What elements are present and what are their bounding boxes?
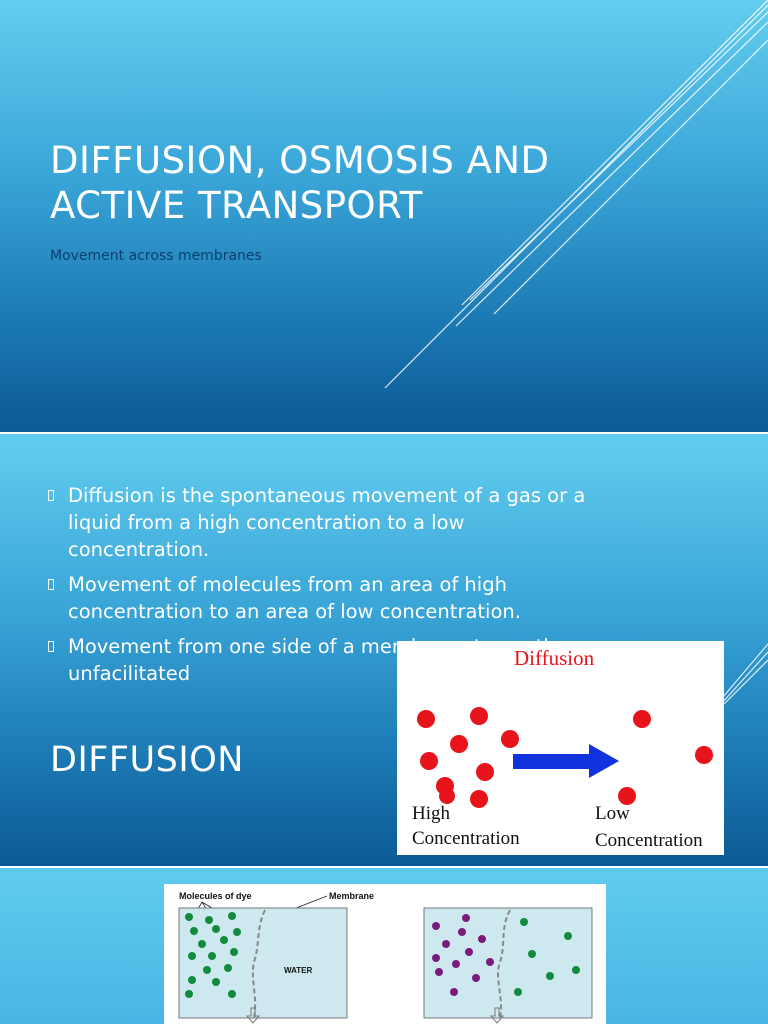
osmosis-figure: Molecules of dye Membrane WATER	[164, 884, 606, 1024]
bullet-text: Diffusion is the spontaneous movement of…	[68, 484, 586, 561]
dye-molecules-right-green	[514, 918, 580, 996]
osmosis-diagram: Molecules of dye Membrane WATER	[178, 891, 593, 1024]
particle	[476, 763, 494, 781]
diffusion-slide: Diffusion is the spontaneous movement of…	[0, 434, 768, 866]
water-label: WATER	[284, 966, 313, 975]
dye-molecules-right-purple	[432, 914, 494, 996]
particle	[618, 787, 636, 805]
section-title: Diffusion	[50, 740, 244, 780]
bullet-text: Movement of molecules from an area of hi…	[68, 573, 521, 623]
particle	[633, 710, 651, 728]
bullet-item: Movement of molecules from an area of hi…	[48, 571, 588, 625]
particle	[450, 735, 468, 753]
figure-heading: Diffusion	[514, 646, 595, 670]
low-label: Low	[595, 803, 630, 824]
decorative-lines	[384, 0, 768, 389]
low-concentration-label: Concentration	[595, 830, 703, 851]
particle	[417, 710, 435, 728]
high-concentration-label: Concentration	[412, 828, 520, 849]
slide-subtitle: Movement across membranes	[50, 248, 262, 264]
membrane-right	[497, 909, 511, 1019]
membrane-label: Membrane	[329, 891, 374, 901]
bullet-item: Diffusion is the spontaneous movement of…	[48, 482, 588, 563]
bullet-icon	[48, 490, 54, 501]
diffusion-diagram: Diffusion High Conce	[412, 646, 713, 851]
osmosis-slide: Molecules of dye Membrane WATER	[0, 868, 768, 1024]
bullet-icon	[48, 579, 54, 590]
title-slide: Diffusion, osmosis and active transport …	[0, 0, 768, 432]
particles-low	[618, 710, 713, 805]
beaker-left	[178, 907, 348, 1019]
particles-high	[417, 707, 519, 808]
particle	[470, 707, 488, 725]
dye-molecules-left	[185, 912, 241, 998]
particle	[439, 788, 455, 804]
arrow-right-icon	[513, 744, 619, 778]
particle	[501, 730, 519, 748]
arrow-down-icon	[245, 1007, 505, 1024]
membrane-left	[251, 909, 266, 1019]
high-label: High	[412, 803, 451, 824]
molecules-label: Molecules of dye	[179, 891, 252, 901]
particle	[470, 790, 488, 808]
particle	[420, 752, 438, 770]
diffusion-figure: Diffusion High Conce	[397, 641, 724, 855]
bullet-icon	[48, 641, 54, 652]
slide-title: Diffusion, osmosis and active transport	[50, 139, 550, 227]
particle	[695, 746, 713, 764]
beaker-right	[423, 907, 593, 1019]
